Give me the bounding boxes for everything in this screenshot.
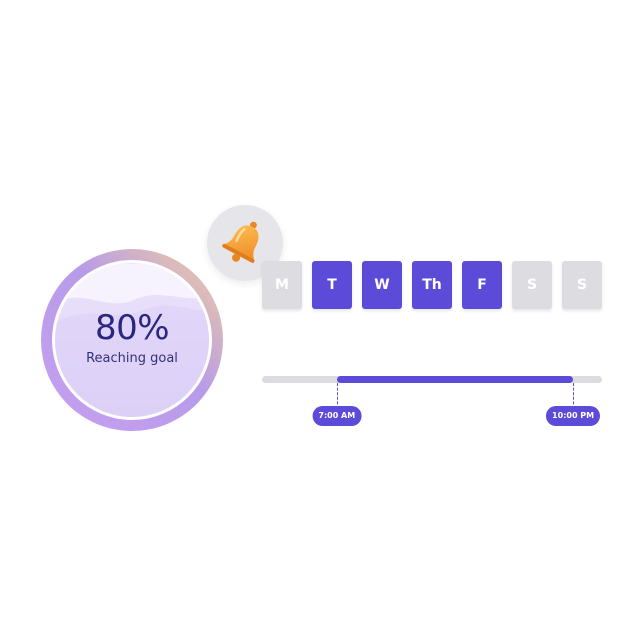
goal-progress-ring: 80% Reaching goal — [36, 244, 228, 436]
day-thursday[interactable]: Th — [412, 261, 452, 309]
end-marker-line — [573, 383, 575, 409]
goal-label: Reaching goal — [86, 351, 178, 366]
goal-percentage: 80% — [94, 308, 170, 348]
slider-selected-range — [336, 376, 574, 383]
start-time-handle[interactable]: 7:00 AM — [312, 406, 362, 426]
start-marker-line — [336, 383, 338, 409]
day-saturday[interactable]: S — [512, 261, 552, 309]
day-monday[interactable]: M — [262, 261, 302, 309]
goal-ring-graphic — [41, 249, 223, 431]
end-time-handle[interactable]: 10:00 PM — [546, 406, 601, 426]
goal-ring-text: 80% Reaching goal — [36, 244, 228, 436]
day-tuesday[interactable]: T — [312, 261, 352, 309]
weekday-selector: M T W Th F S S — [262, 261, 602, 311]
bell-icon — [222, 221, 259, 263]
day-wednesday[interactable]: W — [362, 261, 402, 309]
day-friday[interactable]: F — [462, 261, 502, 309]
time-range-slider[interactable]: 7:00 AM 10:00 PM — [262, 374, 602, 434]
day-sunday[interactable]: S — [562, 261, 602, 309]
